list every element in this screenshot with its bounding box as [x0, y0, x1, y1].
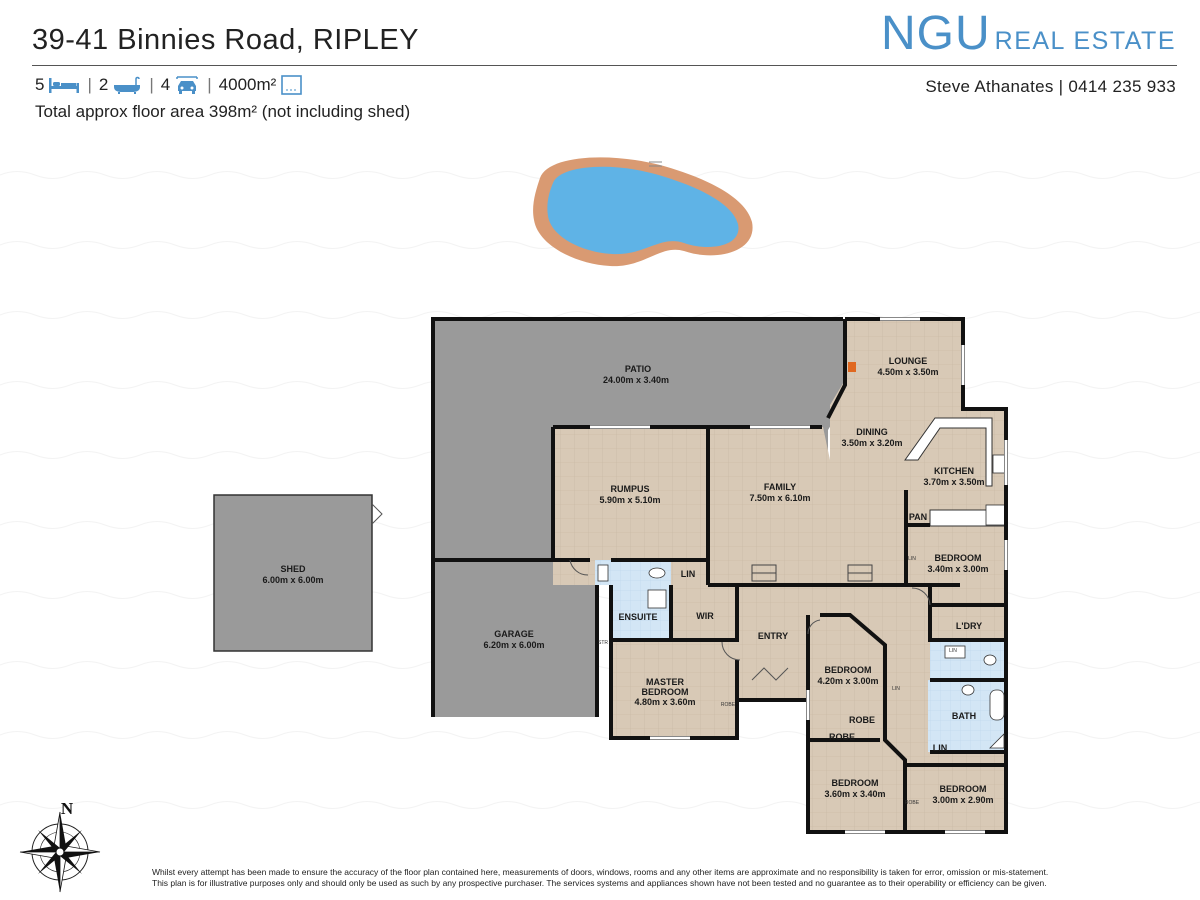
patio-dims: 24.00m x 3.40m	[603, 375, 669, 385]
patio-area	[433, 319, 843, 560]
rumpus-dims: 5.90m x 5.10m	[599, 495, 660, 505]
bedroom-se-dims: 3.00m x 2.90m	[932, 795, 993, 805]
compass-rose: N	[19, 799, 101, 893]
property-address: 39-41 Binnies Road, RIPLEY	[32, 24, 419, 56]
shed-label: SHED	[280, 564, 306, 574]
lin-bath-label: LIN	[933, 743, 948, 753]
garage-area	[433, 561, 597, 717]
cooktop	[985, 504, 1007, 526]
house-floor	[553, 319, 1006, 832]
car-icon	[176, 76, 198, 94]
car-count: 4	[160, 75, 171, 94]
bedroom-east-dims: 3.40m x 3.00m	[927, 564, 988, 574]
robe-master-label: ROBE	[721, 702, 736, 708]
ldry-label: L'DRY	[956, 621, 982, 631]
land-area: 4000m²	[218, 75, 277, 94]
family-dims: 7.50m x 6.10m	[749, 493, 810, 503]
lin-hall-label: LIN	[681, 569, 696, 579]
bedroom-sw-dims: 3.60m x 3.40m	[824, 789, 885, 799]
lin-corridor-label: LIN	[892, 686, 900, 692]
agent-contact: Steve Athanates | 0414 235 933	[925, 77, 1176, 96]
pool	[533, 157, 753, 267]
disclaimer-line-1: Whilst every attempt has been made to en…	[152, 867, 1049, 877]
bath-icon	[114, 76, 141, 94]
dining-label: DINING	[856, 427, 888, 437]
lounge-label: LOUNGE	[889, 356, 928, 366]
fixtures	[597, 564, 1005, 749]
logo-main: NGU	[880, 7, 991, 60]
bed-icon	[49, 78, 80, 93]
pan-label: PAN	[909, 512, 927, 522]
floor-area-note: Total approx floor area 398m² (not inclu…	[35, 102, 411, 121]
garage-label: GARAGE	[494, 629, 534, 639]
master-label-2: BEDROOM	[642, 687, 689, 697]
bedroom-sw-label: BEDROOM	[832, 778, 879, 788]
steps	[751, 564, 873, 582]
lin-bed-east-label: LIN	[908, 556, 916, 562]
bedroom-middle-dims: 4.20m x 3.00m	[817, 676, 878, 686]
bath-label: BATH	[952, 711, 976, 721]
robe-sw-label: ROBE	[829, 732, 855, 742]
kitchen-dims: 3.70m x 3.50m	[923, 477, 984, 487]
bedroom-middle-label: BEDROOM	[825, 665, 872, 675]
disclaimer: Whilst every attempt has been made to en…	[152, 867, 1072, 889]
master-dims: 4.80m x 3.60m	[634, 697, 695, 707]
shed-dims: 6.00m x 6.00m	[262, 575, 323, 585]
logo-sub: REAL ESTATE	[994, 27, 1176, 55]
fireplace	[848, 362, 856, 372]
dining-dims: 3.50m x 3.20m	[841, 438, 902, 448]
patio-label: PATIO	[625, 364, 651, 374]
lounge-dims: 4.50m x 3.50m	[877, 367, 938, 377]
str-label: STR	[598, 640, 608, 646]
ensuite-label: ENSUITE	[618, 612, 657, 622]
rumpus-label: RUMPUS	[610, 484, 649, 494]
shed-area	[213, 494, 373, 652]
property-stats: 5 | 2 | 4 | 4000m²	[35, 74, 304, 96]
garage-dims: 6.20m x 6.00m	[483, 640, 544, 650]
header-divider	[32, 65, 1177, 66]
family-label: FAMILY	[764, 482, 796, 492]
bedroom-count: 5	[35, 75, 45, 94]
door-arcs	[569, 559, 931, 681]
land-icon	[281, 75, 303, 95]
bedroom-se-label: BEDROOM	[940, 784, 987, 794]
kitchen-bench	[904, 417, 993, 487]
windows	[590, 317, 1008, 834]
sink	[992, 454, 1006, 474]
kitchen-label: KITCHEN	[934, 466, 974, 476]
disclaimer-line-2: This plan is for illustrative purposes o…	[152, 878, 1047, 888]
entry-label: ENTRY	[758, 631, 788, 641]
wir-label: WIR	[696, 611, 714, 621]
north-label: N	[61, 799, 74, 818]
lin-ldry-label: LIN	[949, 648, 957, 654]
tiny-labels: LIN LIN ROBE ROBE STR LIN	[598, 556, 957, 806]
master-label-1: MASTER	[646, 677, 685, 687]
bedroom-east-label: BEDROOM	[935, 553, 982, 563]
bathroom-count: 2	[98, 75, 109, 94]
robe-middle-label: ROBE	[849, 715, 875, 725]
robe-se-label: ROBE	[905, 800, 920, 806]
